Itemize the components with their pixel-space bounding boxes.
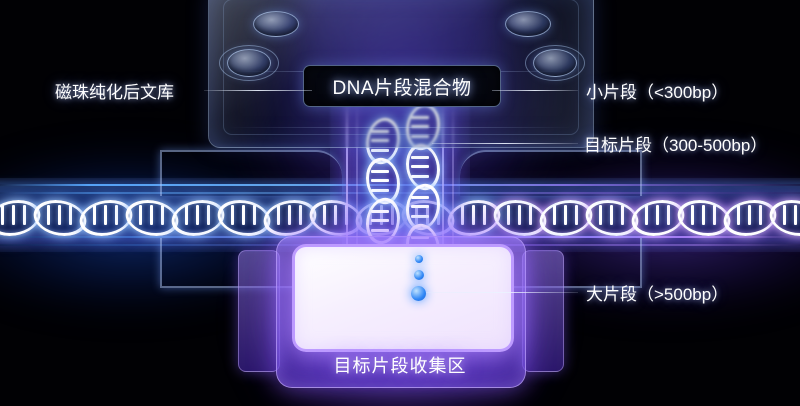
dna-base-pair [371,179,389,183]
dna-base-pair [277,205,281,225]
dna-base-pair [115,205,119,225]
dna-base-pair [93,205,97,225]
chip-port-top-right [505,11,551,37]
dna-base-pair [702,205,706,225]
dna-base-pair [242,205,246,225]
channel-rail-top-right [460,150,642,196]
dna-base-pair [518,205,522,225]
dna-base-pair [12,205,16,225]
well-post-left [238,250,280,372]
dna-base-pair [713,205,717,225]
dna-base-pair [231,205,235,225]
callout-label-target-fragment: 目标片段（300-500bp） [584,136,768,155]
dna-base-pair [575,205,579,225]
collection-well-label: 目标片段收集区 [333,356,467,376]
channel-rail-top-left [160,150,342,196]
dna-base-pair [207,205,211,225]
dna-base-pair [288,205,292,225]
dna-base-pair [299,205,303,225]
droplet-small [415,255,423,263]
dna-base-pair [150,205,154,225]
dna-base-pair [23,205,27,225]
dna-base-pair [553,205,557,225]
dna-base-pair [411,205,429,209]
dna-base-pair [794,205,798,225]
chip-inlet-right-ring [525,45,585,81]
dna-base-pair [748,205,752,225]
dna-base-pair [529,205,533,225]
dna-base-pair [139,205,143,225]
dna-base-pair [610,205,614,225]
chip-port-top-left [253,11,299,37]
dna-base-pair [645,205,649,225]
dna-base-pair [371,219,389,223]
dna-base-pair [599,205,603,225]
callout-leader-small-fragment [492,90,578,91]
chip-label-plate: DNA片段混合物 [303,65,501,107]
dna-base-pair [69,205,73,225]
collection-well [292,244,514,352]
dna-base-pair [371,148,389,152]
dna-base-pair [564,205,568,225]
well-post-right [522,250,564,372]
dna-base-pair [759,205,763,225]
dna-base-pair [371,228,389,232]
dna-base-pair [253,205,257,225]
dna-base-pair [691,205,695,225]
callout-label-large-fragment: 大片段（>500bp） [586,285,729,304]
callout-leader-library [204,90,312,91]
dna-base-pair [371,188,389,192]
droplet-medium [414,270,424,280]
dna-base-pair [472,205,476,225]
callout-label-library: 磁珠纯化后文库 [55,83,174,102]
dna-base-pair [161,205,165,225]
dna-base-pair [185,205,189,225]
dna-base-pair [621,205,625,225]
dna-base-pair [411,155,429,159]
dna-base-pair [507,205,511,225]
dna-base-pair [371,209,389,213]
dna-base-pair [58,205,62,225]
callout-leader-target-fragment [432,143,578,144]
dna-base-pair [783,205,787,225]
dna-base-pair [483,205,487,225]
dna-base-pair [47,205,51,225]
dna-base-pair [737,205,741,225]
droplet-large [411,286,426,301]
callout-label-small-fragment: 小片段（<300bp） [586,83,729,102]
dna-base-pair [667,205,671,225]
chip-label-text: DNA片段混合物 [332,77,472,99]
dna-base-pair [656,205,660,225]
dna-base-pair [411,195,429,199]
dna-base-pair [411,174,429,178]
dna-base-pair [411,214,429,218]
callout-leader-large-fragment [426,292,578,293]
dna-base-pair [104,205,108,225]
dna-base-pair [371,169,389,173]
dna-base-pair [1,205,5,225]
chip-inlet-left-ring [219,45,279,81]
dna-base-pair [196,205,200,225]
dna-base-pair [323,205,327,225]
dna-base-pair [411,165,429,169]
